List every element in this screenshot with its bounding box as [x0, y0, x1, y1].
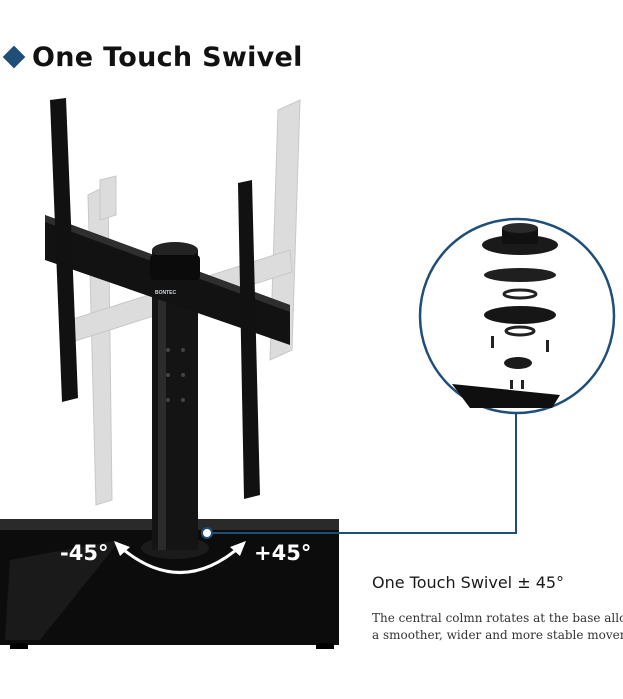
- callout-line: [201, 410, 517, 539]
- arrow-left-head-icon: [114, 541, 130, 556]
- swivel-right-angle: +45°: [254, 541, 312, 565]
- arrow-right-head-icon: [230, 541, 246, 556]
- feature-description: The central colmn rotates at the base al…: [372, 610, 623, 644]
- swivel-left-angle: -45°: [60, 541, 109, 565]
- page-title: One Touch Swivel: [32, 41, 303, 73]
- left-vertical-bracket: [50, 98, 78, 402]
- section-heading: One Touch Swivel: [2, 40, 303, 74]
- feature-title: One Touch Swivel ± 45°: [372, 573, 565, 592]
- mount-crossbar: [45, 215, 290, 345]
- feature-description-line-1: The central colmn rotates at the base al…: [372, 611, 623, 625]
- right-vertical-bracket: [238, 180, 260, 499]
- feature-description-line-2: a smoother, wider and more stable moveme…: [372, 628, 623, 642]
- brand-logo: BONTEC: [155, 290, 177, 296]
- swivel-detail-zoom: [418, 217, 616, 415]
- swivel-arrow-icon: [117, 543, 243, 574]
